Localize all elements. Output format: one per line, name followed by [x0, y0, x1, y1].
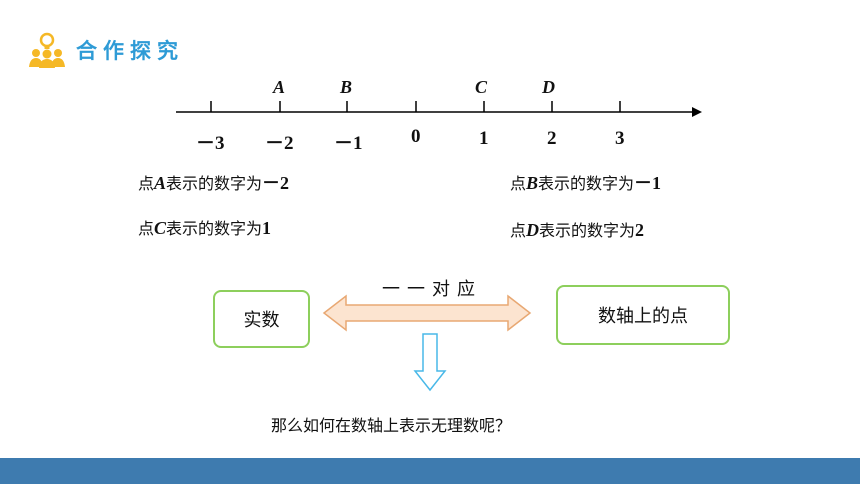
point-label-d: D: [542, 77, 555, 97]
number-line-points-label: 数轴上的点: [598, 306, 688, 327]
section-header: 合作探究: [28, 30, 184, 70]
tick-label: 3: [615, 128, 625, 149]
statement-value: －2: [262, 173, 290, 193]
tick-label: －3: [196, 133, 225, 154]
footer-bar: [0, 458, 860, 484]
tick-label: －1: [334, 133, 363, 154]
statement-prefix: 点: [510, 174, 527, 193]
number-line-points-box: 数轴上的点: [556, 285, 730, 345]
tick-label: －2: [265, 133, 294, 154]
point-label-a: A: [273, 77, 286, 97]
down-arrow-icon: [413, 333, 447, 392]
statement-a: 点A表示的数字为－2: [138, 169, 289, 195]
real-numbers-box: 实数: [213, 290, 310, 348]
statement-d: 点D表示的数字为2: [510, 217, 644, 241]
statement-value: －1: [634, 173, 662, 193]
team-idea-icon: [29, 32, 65, 68]
question-text: 那么如何在数轴上表示无理数呢？: [271, 416, 512, 435]
number-line: [176, 101, 702, 117]
statement-text: 表示的数字为: [538, 174, 635, 193]
statement-b: 点B表示的数字为－1: [510, 169, 661, 195]
point-label-b: B: [340, 77, 353, 97]
statement-letter: B: [526, 173, 539, 193]
statement-value: 2: [635, 220, 645, 240]
statement-text: 表示的数字为: [166, 219, 263, 238]
diagram-arrows: [322, 294, 532, 392]
double-arrow-icon: [322, 294, 532, 332]
statement-value: 1: [262, 218, 272, 238]
statement-letter: A: [154, 173, 167, 193]
section-title: 合作探究: [76, 39, 184, 63]
tick-label: 1: [479, 128, 489, 149]
statement-letter: D: [526, 220, 540, 240]
statement-prefix: 点: [510, 221, 527, 240]
statement-prefix: 点: [138, 219, 155, 238]
statement-text: 表示的数字为: [539, 221, 636, 240]
point-label-c: C: [475, 77, 488, 97]
statement-text: 表示的数字为: [166, 174, 263, 193]
tick-label: 0: [411, 126, 421, 147]
relation-label: 一一对应: [382, 279, 482, 300]
statement-c: 点C表示的数字为1: [138, 215, 271, 239]
real-numbers-label: 实数: [243, 310, 280, 331]
statement-letter: C: [154, 218, 167, 238]
statement-prefix: 点: [138, 174, 155, 193]
tick-label: 2: [547, 128, 557, 149]
